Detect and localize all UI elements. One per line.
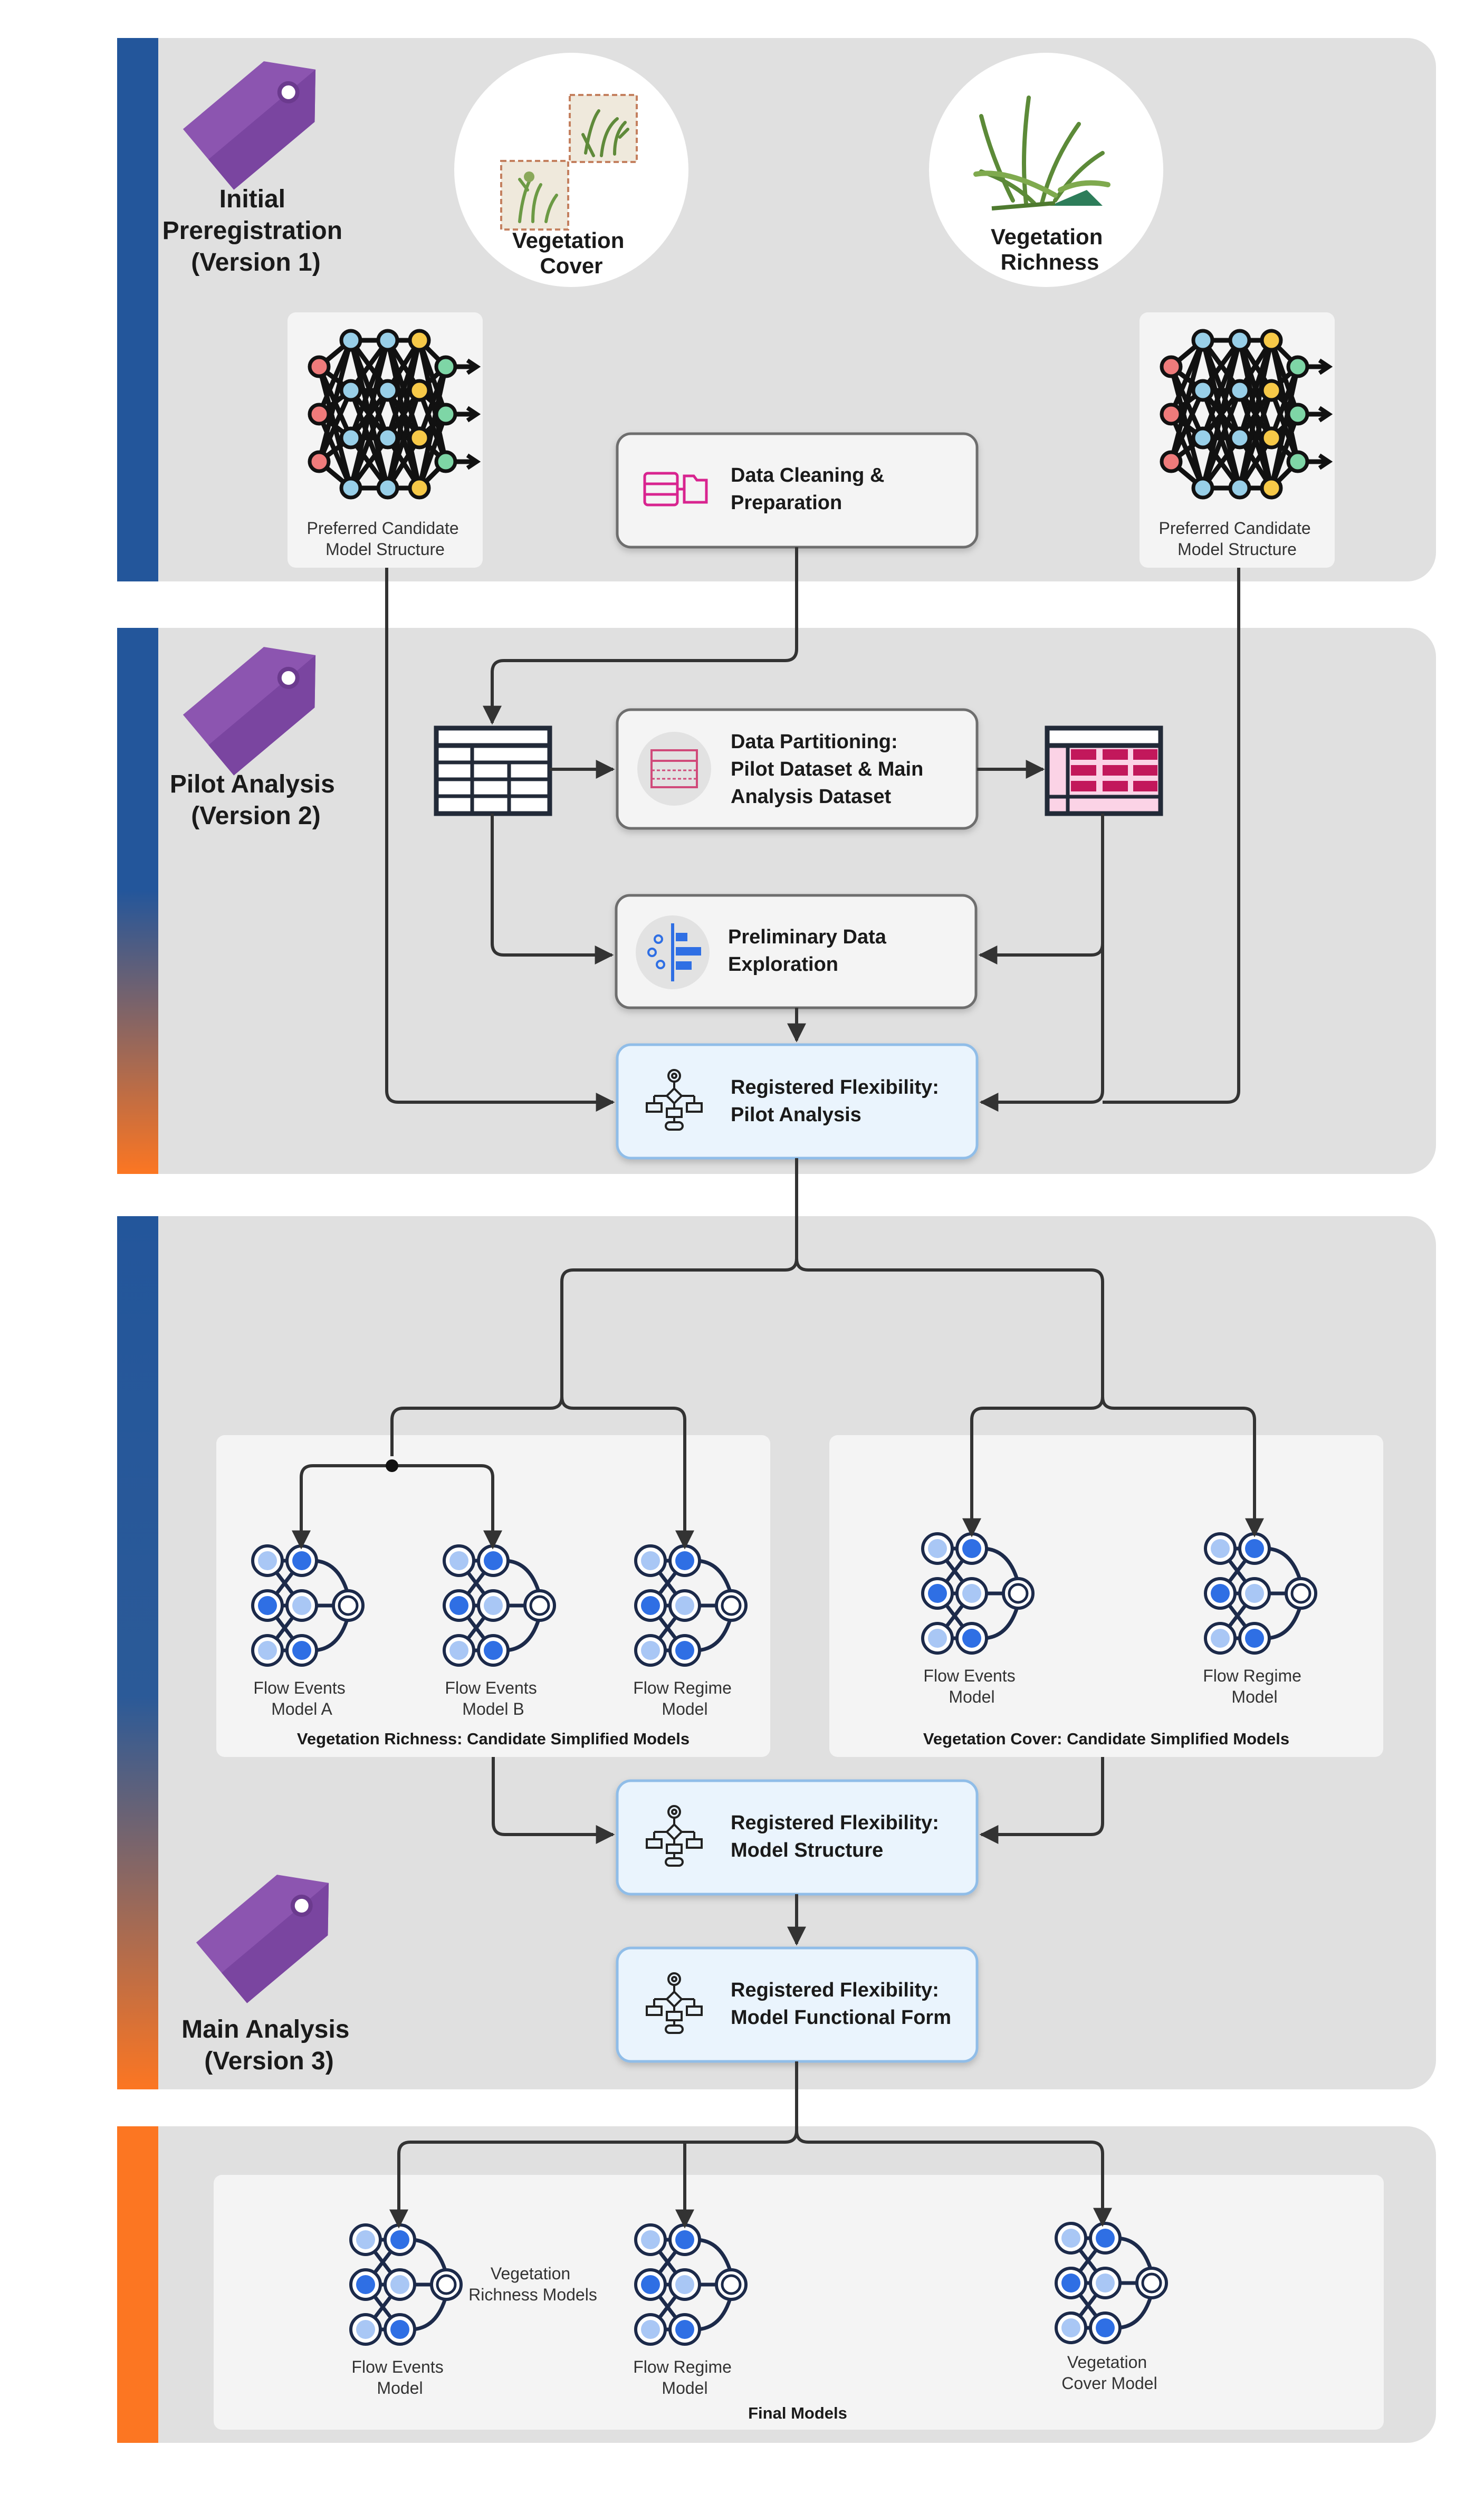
svg-text:Preliminary Data Explora: Preliminary Data Exploration [728,926,892,976]
preliminary-exploration-box: Preliminary Data Exploration [615,894,978,1009]
preferred-model-label-left: Preferred Candidate Model Structure [307,519,463,559]
svg-text:Data Cleaning & Preparat: Data Cleaning & Preparation [731,464,890,514]
branch-dot [386,1459,398,1472]
connector [979,944,1104,1112]
svg-text:Registered Flexibility:: Registered Flexibility: Model Structure [731,1812,944,1861]
flex-structure-box: Registered Flexibility: Model Structure [616,1779,979,1896]
connector [492,1757,615,1844]
model-label: Flow Events Model [351,2357,448,2398]
final-models-caption: Final Models [748,2404,847,2422]
richness-candidate-caption: Vegetation Richness: Candidate Simplifie… [297,1730,690,1748]
model-label: Vegetation Cover Model [1061,2353,1157,2393]
flowchart-icon [646,1972,703,2034]
connector [795,2130,1112,2227]
connectors [292,547,1264,2229]
model-network-icon [634,2223,748,2346]
connector [483,547,798,725]
preferred-model-card-left [288,312,483,568]
data-cleaning-box: Data Cleaning & Preparation [616,432,979,549]
model-label: Flow Events Model A [253,1678,350,1718]
flex-functional-box: Registered Flexibility: Model Functional… [616,1946,979,2063]
connector [795,1158,1264,1537]
cover-candidate-group: Vegetation Cover: Candidate Simplified M… [829,1435,1383,1757]
preferred-model-card-right [1140,312,1335,568]
connector [560,1396,694,1550]
stage-title-pilot: Pilot Analysis (Version 2) [170,770,342,830]
connector [392,1464,502,1550]
connector [979,1757,1104,1844]
connector [962,1396,1104,1537]
vegetation-cover-label: Vegetation Cover [512,228,630,278]
model-network-icon [1055,2222,1168,2344]
flex-pilot-box: Registered Flexibility: Pilot Analysis [616,1043,979,1160]
neural-network-icon [308,329,481,500]
cover-candidate-caption: Vegetation Cover: Candidate Simplified M… [923,1730,1289,1748]
stage-title-main: Main Analysis (Version 3) [181,2016,357,2075]
tag-icon [183,61,316,190]
model-label: Flow Events Model B [445,1678,541,1718]
model-network-icon [349,2223,463,2346]
neural-network-icon [1160,329,1333,500]
model-network-icon [1204,1532,1317,1655]
connector [978,814,1104,964]
preferred-model-label-right: Preferred Candidate Model Structure [1159,519,1315,559]
connector [385,568,615,1112]
flowchart-icon [646,1805,703,1867]
vegetation-cover-icon [454,53,688,287]
database-folder-icon [643,472,708,507]
tag-icon [183,647,316,776]
model-label: Flow Regime Model [1203,1666,1306,1706]
partitioned-table-icon [1045,725,1163,816]
model-label: Flow Regime Model [633,1678,736,1718]
model-network-icon [921,1532,1035,1655]
flowchart-icon [646,1069,703,1131]
model-network-icon [251,1544,365,1667]
connector [1103,568,1240,1104]
model-label: Flow Regime Model [633,2357,736,2398]
dataset-table-icon [434,725,552,816]
vegetation-richness-label: Vegetation Richness [991,224,1109,274]
data-filter-icon [647,923,701,981]
svg-text:Data Partitioning: Pilot: Data Partitioning: Pilot Dataset & Main … [731,731,929,808]
svg-text:Registered Flexibility:: Registered Flexibility: Pilot Analysis [731,1076,944,1126]
tag-icon [196,1875,329,2003]
model-label: Flow Events Model [923,1666,1020,1706]
model-network-icon [634,1544,748,1667]
data-partitioning-box: Data Partitioning: Pilot Dataset & Main … [616,708,979,830]
partition-table-icon [650,749,698,788]
stage-title-initial: Initial Preregistration (Version 1) [162,185,350,276]
stage-panel-main [117,1216,1436,2089]
model-network-icon [443,1544,556,1667]
vegetation-richness-icon [929,53,1163,287]
svg-text:Registered Flexibility:: Registered Flexibility: Model Functional… [731,1979,951,2029]
connector [292,1464,392,1550]
connector [491,814,614,964]
final-richness-label: Vegetation Richness Models [468,2264,597,2304]
